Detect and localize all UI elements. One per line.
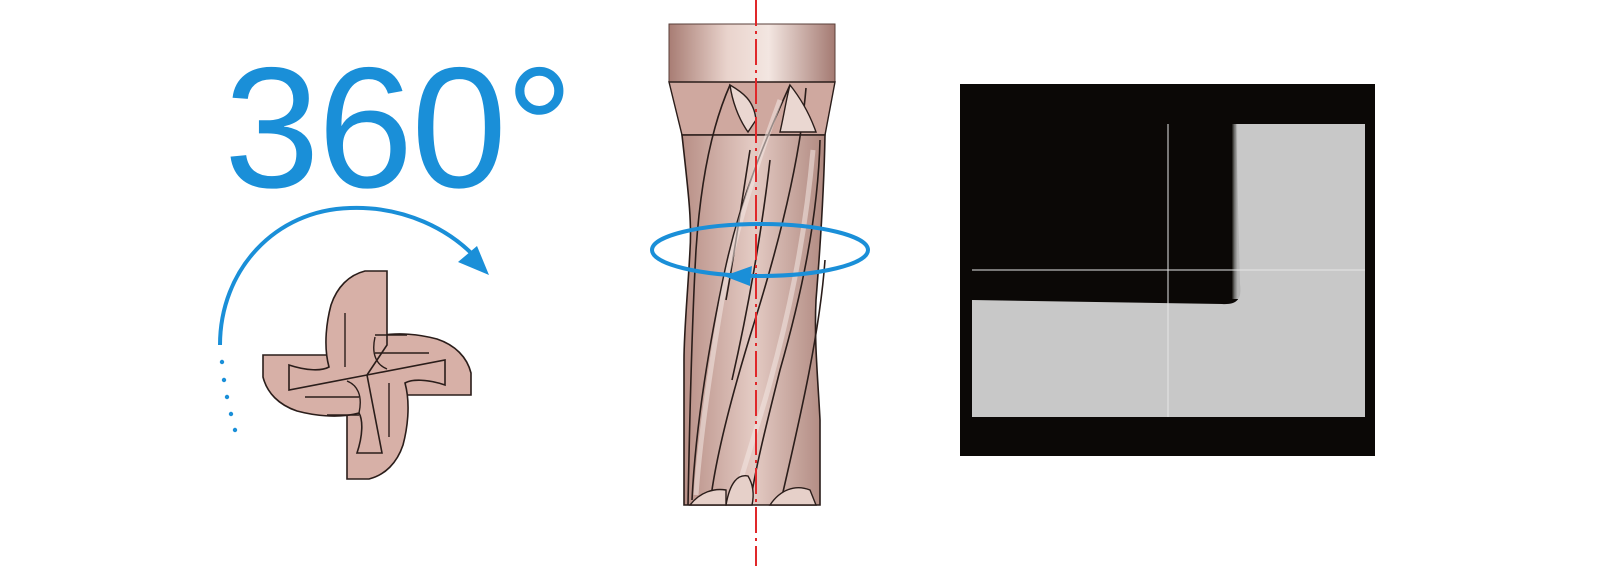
rotation-ring-front — [650, 249, 870, 279]
endmill-cross-section-icon — [262, 270, 472, 480]
rotation-dotted-tail — [219, 359, 238, 433]
corner-micrograph-image — [960, 84, 1375, 456]
endmill-top-cutting-edges — [729, 83, 817, 134]
rotation-ring-arrowhead — [724, 266, 752, 286]
rotation-panel: 360° — [200, 40, 580, 500]
rotation-illustration — [218, 205, 489, 480]
rotation-arc-arrow — [218, 205, 478, 346]
endmill-flute-highlights — [693, 99, 816, 501]
rotation-ring-back — [650, 221, 870, 251]
endmill-side-view — [650, 0, 870, 566]
machined-material-region — [972, 124, 1365, 417]
rotation-degree-label: 360° — [224, 32, 574, 224]
rotation-arrowhead — [458, 246, 489, 275]
corner-micrograph-panel — [960, 84, 1375, 456]
endmill-shank — [668, 23, 836, 83]
endmill-fluted-body — [681, 134, 826, 506]
wall-edge-gradient — [1232, 124, 1248, 299]
endmill-side-view-panel — [630, 0, 890, 566]
endmill-bottom-teeth — [688, 475, 818, 506]
